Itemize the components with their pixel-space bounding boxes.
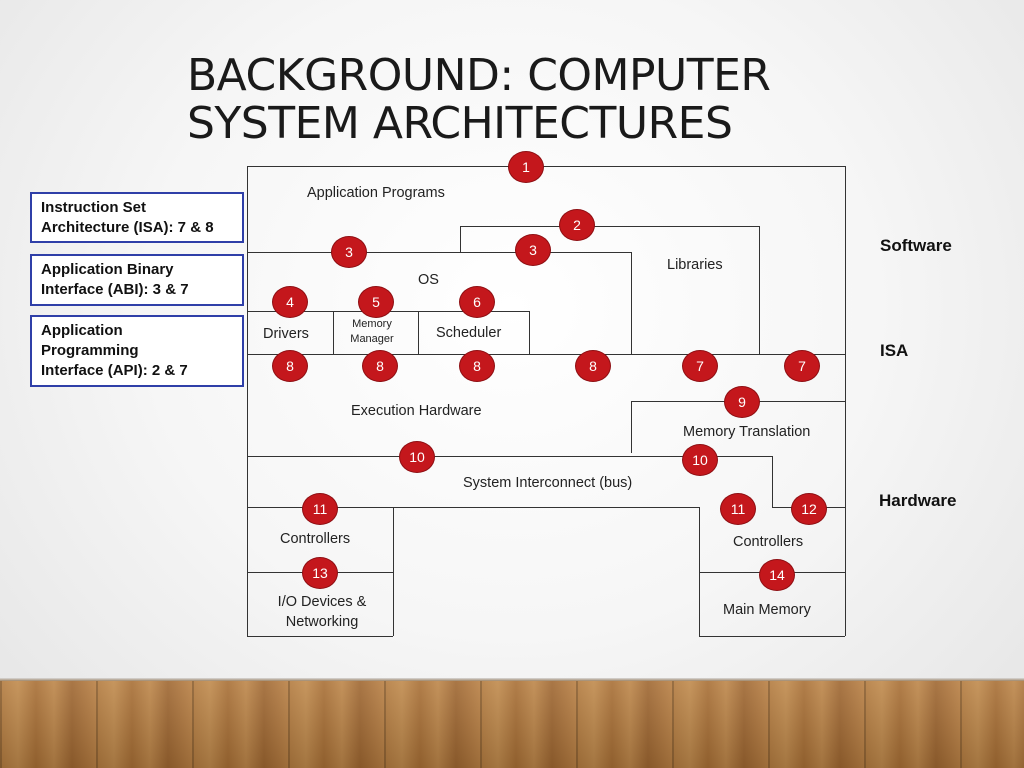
memory-manager-line1: Memory xyxy=(352,318,392,330)
badge-6: 6 xyxy=(460,287,494,317)
isa-layer-label: ISA xyxy=(880,341,909,360)
io-column-right xyxy=(393,507,394,636)
badge-8-d: 8 xyxy=(576,351,610,381)
badge-3-left: 3 xyxy=(332,237,366,267)
main-memory-label: Main Memory xyxy=(723,602,811,618)
slide-title-line2: SYSTEM ARCHITECTURES xyxy=(187,98,733,149)
badge-13: 13 xyxy=(303,558,337,588)
io-devices-line1: I/O Devices & xyxy=(277,594,367,610)
bus-bottom-mid xyxy=(393,507,699,508)
bus-right xyxy=(772,456,773,507)
badge-1: 1 xyxy=(509,152,543,182)
isa-line xyxy=(247,354,845,355)
controllers-left-label: Controllers xyxy=(280,531,351,547)
software-layer-label: Software xyxy=(880,236,952,255)
isa-line1: Instruction Set xyxy=(41,199,147,216)
badge-9: 9 xyxy=(725,387,759,417)
badge-11-left: 11 xyxy=(303,494,337,524)
abi-line2: Interface (ABI): 3 & 7 xyxy=(41,281,189,298)
abi-interface-box: Application Binary Interface (ABI): 3 & … xyxy=(30,254,244,306)
badge-7-a: 7 xyxy=(683,351,717,381)
os-label: OS xyxy=(418,272,439,288)
drivers-divider xyxy=(333,311,334,354)
libraries-right xyxy=(759,226,760,354)
badge-8-c: 8 xyxy=(460,351,494,381)
io-devices-line2: Networking xyxy=(285,614,359,630)
frame-bottom-left xyxy=(247,636,393,637)
memory-column-left xyxy=(699,507,700,636)
wood-floor xyxy=(0,681,1024,768)
execution-hardware-label: Execution Hardware xyxy=(351,403,482,419)
libraries-label: Libraries xyxy=(667,257,723,273)
api-line2: Programming xyxy=(41,342,139,359)
badge-4: 4 xyxy=(273,287,307,317)
badge-11-right: 11 xyxy=(721,494,755,524)
badge-8-b: 8 xyxy=(363,351,397,381)
frame-left xyxy=(247,166,248,636)
scheduler-label: Scheduler xyxy=(436,325,502,341)
os-right xyxy=(631,252,632,354)
badge-2: 2 xyxy=(560,210,594,240)
abi-line1: Application Binary xyxy=(41,261,174,278)
badge-10-right: 10 xyxy=(683,445,717,475)
badge-14: 14 xyxy=(760,560,794,590)
isa-line2: Architecture (ISA): 7 & 8 xyxy=(41,219,214,236)
memory-manager-line2: Manager xyxy=(350,333,394,345)
bus-top xyxy=(247,456,773,457)
memory-manager-label: Memory Manager xyxy=(337,317,407,347)
system-interconnect-label: System Interconnect (bus) xyxy=(463,475,633,491)
libraries-left-step xyxy=(460,226,461,252)
isa-interface-box: Instruction Set Architecture (ISA): 7 & … xyxy=(30,192,244,243)
floor-edge xyxy=(0,678,1024,682)
controllers-right-label: Controllers xyxy=(733,534,804,550)
drivers-label: Drivers xyxy=(263,326,309,342)
badge-12: 12 xyxy=(792,494,826,524)
api-line1: Application xyxy=(41,322,123,339)
memory-translation-left xyxy=(631,401,632,453)
memory-translation-label: Memory Translation xyxy=(683,424,811,440)
api-line3: Interface (API): 2 & 7 xyxy=(41,362,188,379)
hardware-layer-label: Hardware xyxy=(879,491,957,510)
api-interface-box: Application Programming Interface (API):… xyxy=(30,315,244,387)
badge-10-left: 10 xyxy=(400,442,434,472)
frame-bottom-right xyxy=(699,636,845,637)
os-top xyxy=(247,252,631,253)
badge-7-b: 7 xyxy=(785,351,819,381)
badge-8-a: 8 xyxy=(273,351,307,381)
badge-5: 5 xyxy=(359,287,393,317)
io-devices-label: I/O Devices & Networking xyxy=(262,592,382,632)
application-programs-label: Application Programs xyxy=(307,185,445,201)
frame-top xyxy=(247,166,845,167)
badge-3-right: 3 xyxy=(516,235,550,265)
frame-right xyxy=(845,166,846,636)
scheduler-divider xyxy=(529,311,530,354)
libraries-top xyxy=(460,226,759,227)
slide-title-line1: BACKGROUND: COMPUTER xyxy=(187,50,771,101)
memmgr-divider xyxy=(418,311,419,354)
